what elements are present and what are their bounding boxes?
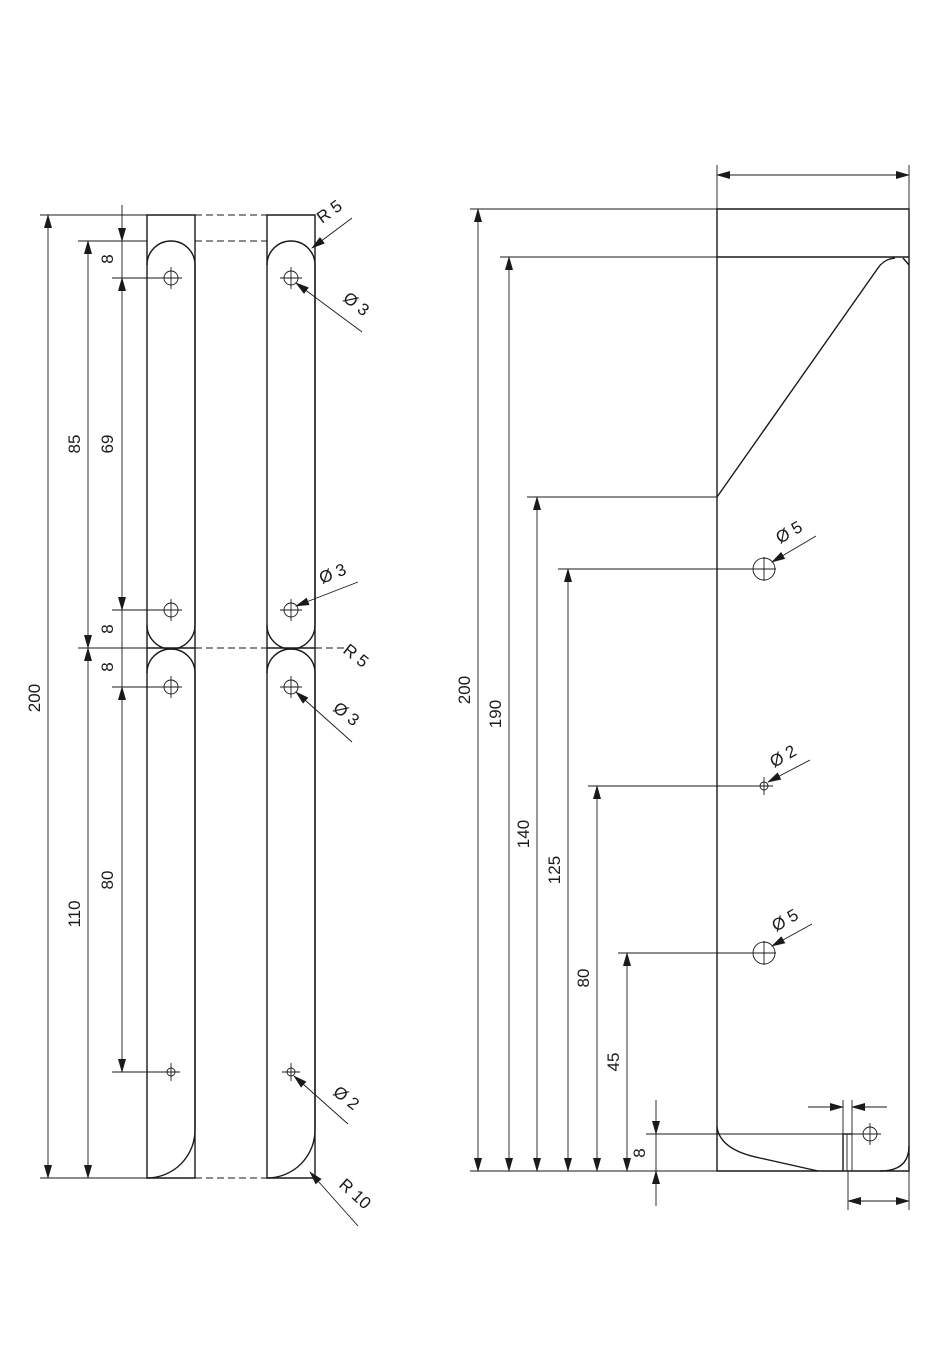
right-callout-labels: Ø 5 Ø 2 Ø 5 (767, 517, 806, 935)
hole-marker (282, 1063, 300, 1081)
dim-lower-part: 110 (65, 900, 84, 927)
right-extension-lines (470, 165, 909, 1210)
right-view: 200 190 140 125 80 45 8 Ø 5 Ø 2 Ø 5 (455, 165, 909, 1210)
dim-bevel-start: 140 (514, 820, 533, 848)
callout-mid-radius: R 5 (340, 640, 373, 671)
dim-hole-upper: 125 (545, 856, 564, 884)
callout-top-hole: Ø 3 (340, 288, 373, 320)
plate-outline (717, 209, 909, 1171)
hole-marker (280, 599, 302, 621)
left-callout-labels: R 5 Ø 3 Ø 3 R 5 Ø 3 Ø 2 R 10 (313, 196, 375, 1213)
right-leader-lines (768, 536, 816, 946)
dim-top-offset: 8 (98, 254, 117, 263)
callout-hole-small: Ø 2 (767, 741, 800, 771)
callout-mid-hole-upper: Ø 3 (316, 560, 349, 588)
dim-bottom-offset: 8 (630, 1148, 649, 1157)
left-extension-lines (40, 215, 165, 1178)
right-dimension-lines (478, 175, 909, 1206)
dim-mid-offset-upper: 8 (98, 624, 117, 633)
dim-mid-offset-lower: 8 (98, 662, 117, 671)
dim-bevel-top: 190 (486, 700, 505, 728)
hole-marker (752, 557, 776, 581)
dim-hole-small: 80 (574, 969, 593, 988)
callout-bottom-hole: Ø 2 (330, 1082, 363, 1114)
dim-upper-part: 85 (65, 435, 84, 454)
plate-holes (752, 557, 881, 1145)
dim-total-left: 200 (25, 684, 44, 712)
callout-hole-upper: Ø 5 (773, 517, 806, 547)
hole-marker (752, 941, 776, 965)
right-dimension-labels: 200 190 140 125 80 45 8 (455, 676, 649, 1158)
dim-upper-hole-spacing: 69 (98, 435, 117, 454)
left-dimension-lines (48, 205, 122, 1178)
callout-top-radius: R 5 (313, 196, 346, 227)
hole-marker (280, 267, 302, 289)
left-dimension-labels: 200 85 110 8 69 8 8 80 (25, 254, 117, 927)
hidden-lines (195, 215, 345, 1178)
callout-mid-hole-lower: Ø 3 (330, 698, 363, 730)
left-holes (160, 267, 302, 1081)
dim-total-right: 200 (455, 676, 474, 704)
dim-hole-lower: 45 (604, 1053, 623, 1072)
dim-lower-hole-spacing: 80 (98, 871, 117, 890)
left-view: 200 85 110 8 69 8 8 80 R 5 Ø 3 Ø 3 R 5 Ø… (25, 196, 375, 1226)
callout-hole-lower: Ø 5 (769, 905, 802, 935)
